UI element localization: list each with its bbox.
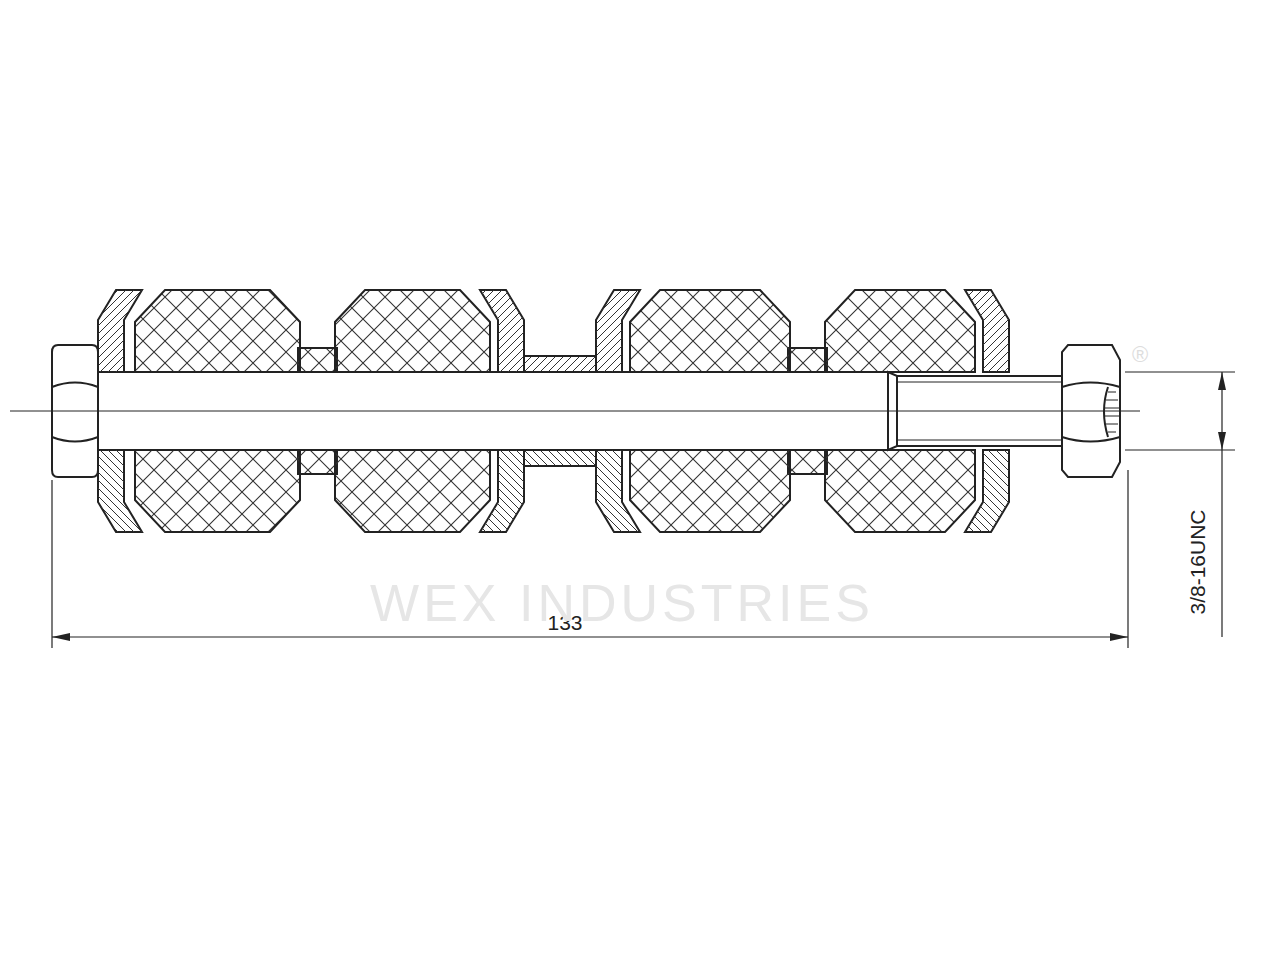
watermark: WEX INDUSTRIES	[370, 577, 874, 629]
center-line	[10, 411, 1140, 412]
registered-mark: ®	[1132, 344, 1148, 366]
length-dimension	[52, 470, 1128, 648]
thread-spec: 3/8-16UNC	[1187, 509, 1208, 614]
thread-dimension	[1125, 372, 1235, 637]
